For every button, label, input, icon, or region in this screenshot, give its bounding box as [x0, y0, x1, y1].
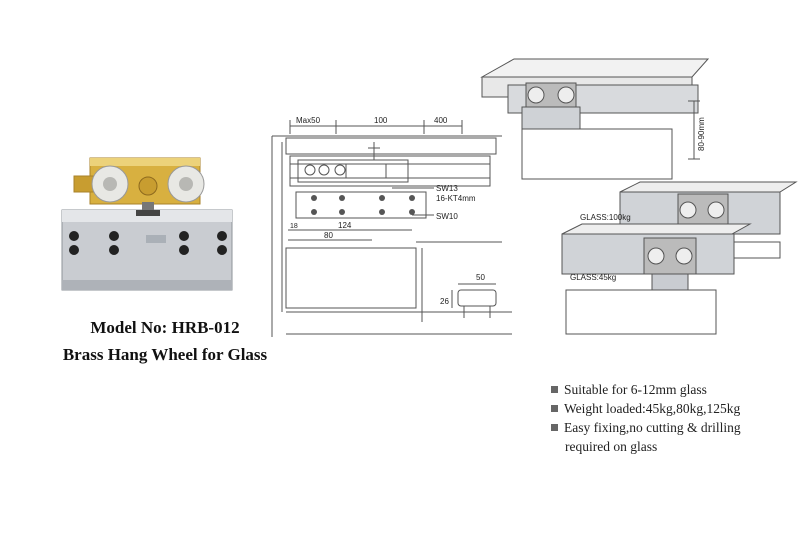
- aluminium-track: [61, 209, 233, 291]
- mount-plate: [295, 191, 427, 219]
- carriage-wheels: [91, 165, 205, 203]
- feature-item: Weight loaded:45kg,80kg,125kg: [551, 401, 740, 417]
- dim-50: 50: [476, 273, 485, 282]
- install-illustration-top: 80-90mm: [480, 58, 710, 180]
- dim-400: 400: [434, 116, 448, 125]
- glass-top-label: GLASS:100kg: [580, 213, 631, 222]
- dim-26: 26: [440, 297, 449, 306]
- label-kt: 16-KT4mm: [436, 194, 476, 203]
- dim-80: 80: [324, 231, 333, 240]
- feature-text: Easy fixing,no cutting & drilling: [564, 420, 741, 435]
- dim-18: 18: [290, 223, 298, 230]
- feature-text: Suitable for 6-12mm glass: [564, 382, 707, 397]
- feature-item: Suitable for 6-12mm glass: [551, 382, 707, 398]
- carriage-outline: [297, 159, 409, 183]
- label-sw13: SW13: [436, 184, 458, 193]
- model-number: Model No: HRB-012: [90, 318, 240, 337]
- dim-124: 124: [338, 221, 352, 230]
- bullet-icon: [551, 424, 558, 431]
- dim-max50: Max50: [296, 116, 321, 125]
- product-photo: [61, 157, 233, 291]
- mini-carriage: [525, 82, 577, 110]
- feature-text: Weight loaded:45kg,80kg,125kg: [564, 401, 741, 416]
- track-profile: [289, 155, 491, 187]
- bullet-icon: [551, 405, 558, 412]
- dim-100: 100: [374, 116, 388, 125]
- feature-item: Easy fixing,no cutting & drilling: [551, 420, 741, 436]
- technical-drawing: Max50 100 400 SW13 16-KT4mm SW10 18 124 …: [271, 116, 512, 337]
- label-sw10: SW10: [436, 212, 458, 221]
- bullet-icon: [551, 386, 558, 393]
- install-illustration-bottom: GLASS:100kg GLASS:45kg: [561, 181, 798, 335]
- bottom-guide: [457, 289, 497, 307]
- height-range: 80-90mm: [697, 117, 706, 151]
- glass-bottom-label: GLASS:45kg: [570, 273, 616, 282]
- glass-panel: [285, 247, 417, 309]
- feature-item-continued: required on glass: [565, 439, 657, 455]
- feature-text: required on glass: [565, 439, 658, 454]
- product-name: Brass Hang Wheel for Glass: [62, 345, 268, 364]
- track-bolts: [69, 231, 227, 255]
